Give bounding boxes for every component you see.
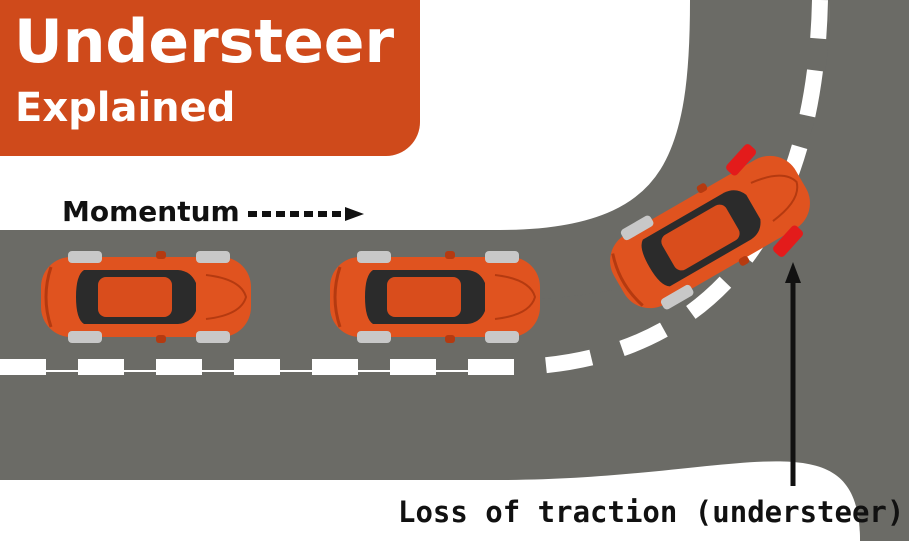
title-explained: Explained [15,85,236,131]
car-icon-3 [594,138,826,326]
arrow-up-icon [785,262,801,486]
title-understeer: Understeer [14,7,395,77]
title-banner: Understeer Explained [0,0,420,156]
car-icon-1 [39,249,253,345]
momentum-label: Momentum [62,195,240,228]
car-icon-2 [328,249,542,345]
road-shoulder [0,372,500,480]
lane-marking [0,0,820,367]
dashed-arrow-right-icon [248,207,364,221]
loss-of-traction-label: Loss of traction (understeer) [398,495,905,529]
